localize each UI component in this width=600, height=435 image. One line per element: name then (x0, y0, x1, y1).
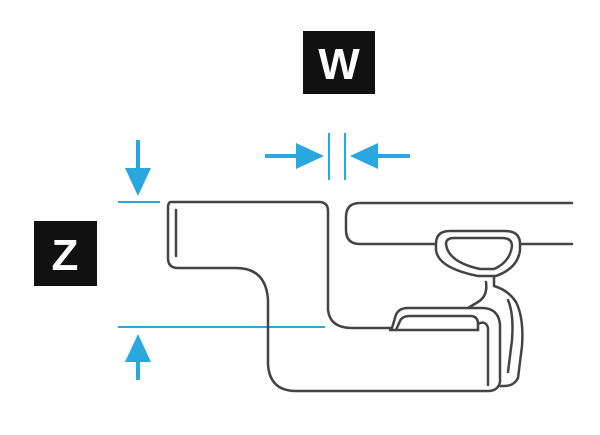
width-arrow-right-head (350, 143, 378, 169)
right-profile-part (344, 201, 574, 388)
width-dimension (265, 133, 410, 180)
height-dimension (118, 140, 325, 380)
height-label: Z (34, 221, 97, 286)
height-label-box (34, 221, 97, 286)
right-profile-bulb (434, 229, 522, 278)
width-arrow-left-head (296, 143, 324, 169)
height-arrow-bottom-head (125, 334, 151, 362)
left-profile-lip (476, 321, 490, 387)
right-profile-hook-inner (466, 280, 488, 310)
width-label-box (303, 31, 375, 94)
left-profile-part (166, 200, 502, 393)
right-profile-bulb-inner (444, 236, 514, 271)
width-label-text: W (318, 40, 360, 89)
left-profile-outline (166, 200, 502, 393)
right-profile-hook (492, 274, 524, 388)
width-label: W (303, 31, 375, 94)
height-label-text: Z (52, 231, 79, 280)
left-profile-slot (394, 314, 480, 332)
right-profile-hook-inner-wall (506, 298, 514, 374)
right-profile-top-surface (344, 201, 574, 246)
height-arrow-top-head (125, 168, 151, 196)
